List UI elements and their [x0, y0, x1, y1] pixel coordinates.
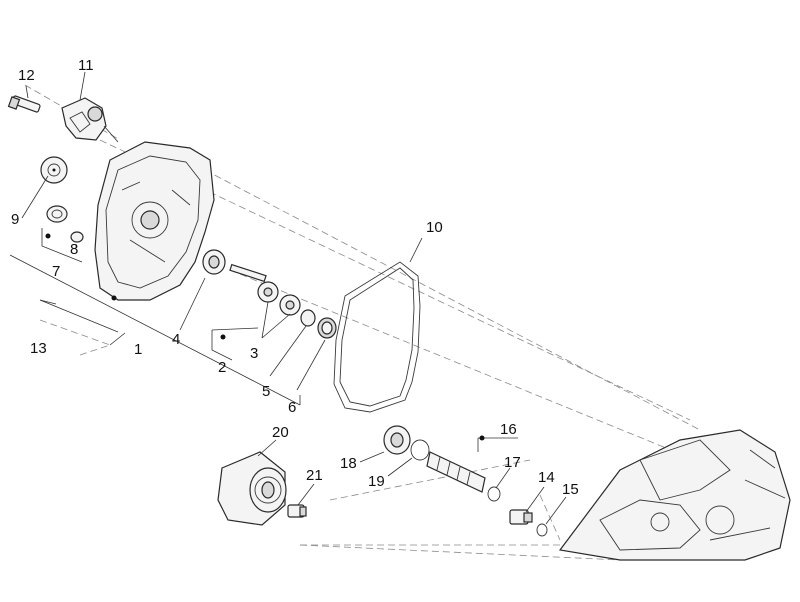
part-14-sensor[interactable] [509, 509, 533, 525]
callout-20: 20 [272, 424, 289, 441]
engine-assembly[interactable] [558, 429, 791, 561]
callout-13: 13 [30, 340, 47, 357]
shaft[interactable] [229, 263, 267, 283]
part-10-gasket[interactable] [333, 261, 421, 413]
callout-16: 16 [500, 421, 517, 438]
part-19-o-ring[interactable] [410, 439, 430, 461]
callout-3: 3 [250, 345, 258, 362]
part-21-fitting[interactable] [287, 504, 307, 518]
callout-12: 12 [18, 67, 35, 84]
callout-2: 2 [218, 359, 226, 376]
callout-21: 21 [306, 467, 323, 484]
reference-dots [45, 233, 485, 441]
callout-14: 14 [538, 469, 555, 486]
callout-10: 10 [426, 219, 443, 236]
callout-leaders [9, 71, 567, 525]
callout-4: 4 [172, 331, 180, 348]
part-18-cap[interactable] [383, 425, 411, 455]
callout-15: 15 [562, 481, 579, 498]
callout-1: 1 [134, 341, 142, 358]
callout-6: 6 [288, 399, 296, 416]
part-6-oil-seal[interactable] [317, 317, 337, 339]
callout-9: 9 [11, 211, 19, 228]
part-12-bolt[interactable] [7, 95, 41, 113]
part-16-mesh-filter[interactable] [426, 451, 486, 493]
callout-19: 19 [368, 473, 385, 490]
callout-11: 11 [78, 57, 94, 74]
part-20-oil-filter[interactable] [217, 451, 287, 526]
part-4-bearing[interactable] [202, 249, 226, 275]
callout-labels: 12 11 9 8 7 13 1 4 2 3 5 6 10 20 21 18 1… [11, 57, 579, 498]
callout-8: 8 [70, 241, 78, 258]
part-7-bushing[interactable] [46, 205, 68, 223]
part-1-crankcase-cover[interactable] [94, 141, 215, 301]
part-15-washer[interactable] [536, 523, 548, 537]
part-5-ring[interactable] [300, 309, 316, 327]
part-3-bearings[interactable] [257, 281, 301, 316]
callout-7: 7 [52, 263, 60, 280]
callout-18: 18 [340, 455, 357, 472]
callout-17: 17 [504, 454, 521, 471]
part-11-sensor[interactable] [61, 97, 119, 143]
part-9-rotor[interactable] [40, 156, 68, 184]
assembly-dashed-lines [24, 84, 721, 561]
part-8-ring[interactable] [70, 231, 84, 243]
part-17-o-ring[interactable] [487, 486, 501, 502]
callout-5: 5 [262, 383, 270, 400]
